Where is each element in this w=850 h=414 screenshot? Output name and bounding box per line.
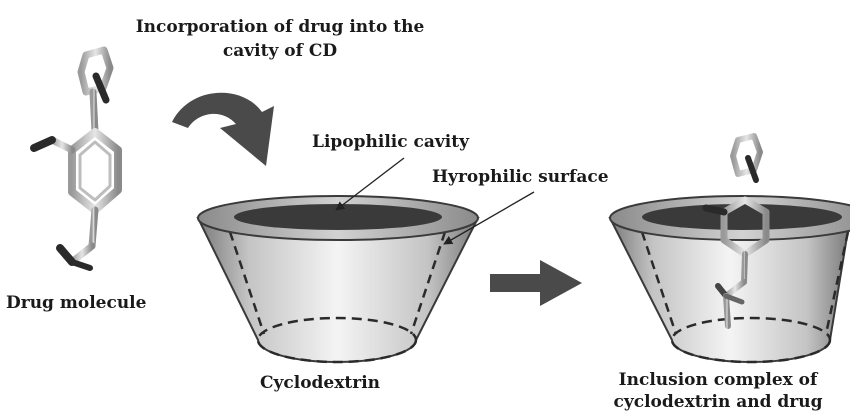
- drug-molecule-label: Drug molecule: [6, 293, 147, 313]
- cone-bottom-outline: [256, 316, 418, 364]
- title-line-1: Incorporation of drug into the: [135, 17, 425, 37]
- complex-label-line-2: cyclodextrin and drug: [613, 392, 823, 412]
- title-line-2: cavity of CD: [222, 41, 338, 61]
- lipophilic-cavity-shape: [234, 204, 442, 230]
- hydrophilic-surface-label: Hyrophilic surface: [432, 167, 609, 187]
- drug-top-ring: [77, 46, 114, 96]
- straight-arrow: [490, 260, 582, 306]
- drug-molecule-structure: [30, 46, 122, 300]
- curved-arrow: [172, 92, 274, 166]
- cyclodextrin-label: Cyclodextrin: [259, 373, 381, 393]
- cyclodextrin-cone: [196, 195, 480, 364]
- lipophilic-cavity-label: Lipophilic cavity: [312, 132, 469, 152]
- complex-label-line-1: Inclusion complex of: [618, 370, 818, 390]
- inclusion-complex-cone: [608, 195, 850, 364]
- hydrophilic-pointer: [443, 191, 535, 245]
- lipophilic-pointer: [335, 157, 405, 211]
- complexed-drug-structure: [702, 133, 770, 329]
